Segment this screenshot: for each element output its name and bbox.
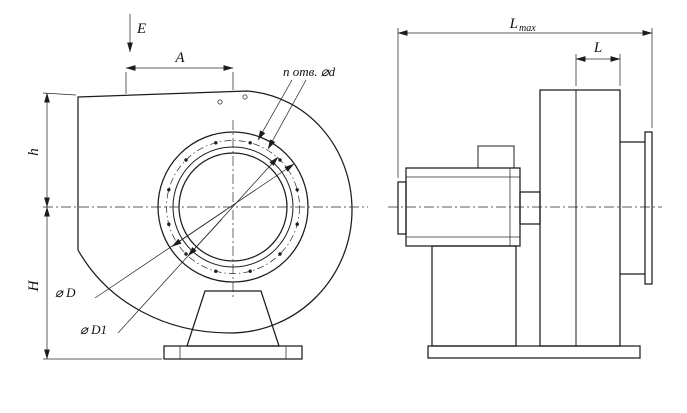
dim-d1-arrow-2 xyxy=(187,218,223,257)
bolt-hole xyxy=(295,222,299,226)
bolt-hole xyxy=(184,252,188,256)
bolt-hole xyxy=(278,252,282,256)
side-base-plate xyxy=(427,345,641,359)
holes-note-label: n отв. ⌀d xyxy=(283,64,336,79)
front-view: E A h H ⌀ D ⌀ xyxy=(26,14,368,360)
dim-l-label: L xyxy=(593,40,602,56)
dim-a-label: A xyxy=(174,50,185,66)
dimension-Lmax: L max xyxy=(397,16,653,178)
dimension-D1: ⌀ D1 xyxy=(80,156,279,337)
bolt-hole xyxy=(167,188,171,192)
dimension-A: A xyxy=(125,50,234,94)
bolt-hole xyxy=(248,141,252,145)
holes-note: n отв. ⌀d xyxy=(257,64,336,150)
dim-lmax-subscript: max xyxy=(519,23,536,34)
dim-H-label: H xyxy=(26,279,42,292)
bolt-hole xyxy=(184,158,188,162)
bolt-hole xyxy=(167,222,171,226)
dim-h-ext-top xyxy=(42,92,77,96)
bolt-hole xyxy=(214,141,218,145)
side-view: L max L xyxy=(388,16,662,359)
bolt-hole xyxy=(295,188,299,192)
holes-leader-1 xyxy=(257,79,293,141)
dimension-E: E xyxy=(127,14,146,53)
dim-h-label: h xyxy=(26,148,42,156)
casing-rivet-hole xyxy=(242,94,248,100)
bolt-hole xyxy=(278,158,282,162)
pedestal xyxy=(186,290,280,347)
motor-end-cap xyxy=(397,181,407,235)
dimension-L: L xyxy=(575,40,621,86)
dimension-D: ⌀ D xyxy=(55,163,295,300)
bolt-hole xyxy=(214,269,218,273)
dim-e-label: E xyxy=(136,21,146,37)
dim-lmax-label: L xyxy=(509,16,518,32)
casing-side xyxy=(539,89,621,347)
holes-leader-2 xyxy=(267,79,307,150)
bolt-hole xyxy=(248,269,252,273)
casing-rivet-hole xyxy=(217,99,223,105)
dimension-h: h xyxy=(26,92,77,208)
bearing-unit xyxy=(519,191,541,225)
dim-d-arrow-2 xyxy=(171,209,227,247)
motor-bracket xyxy=(431,245,517,347)
base-plate xyxy=(163,345,303,360)
dim-d1-label: ⌀ D1 xyxy=(80,322,107,337)
dimension-H: H xyxy=(26,206,162,360)
dim-d-label: ⌀ D xyxy=(55,285,76,300)
bolt-holes xyxy=(167,141,299,273)
motor-junction-box xyxy=(477,145,515,169)
inlet-flange xyxy=(644,131,653,285)
volute-casing-outline xyxy=(77,90,353,334)
